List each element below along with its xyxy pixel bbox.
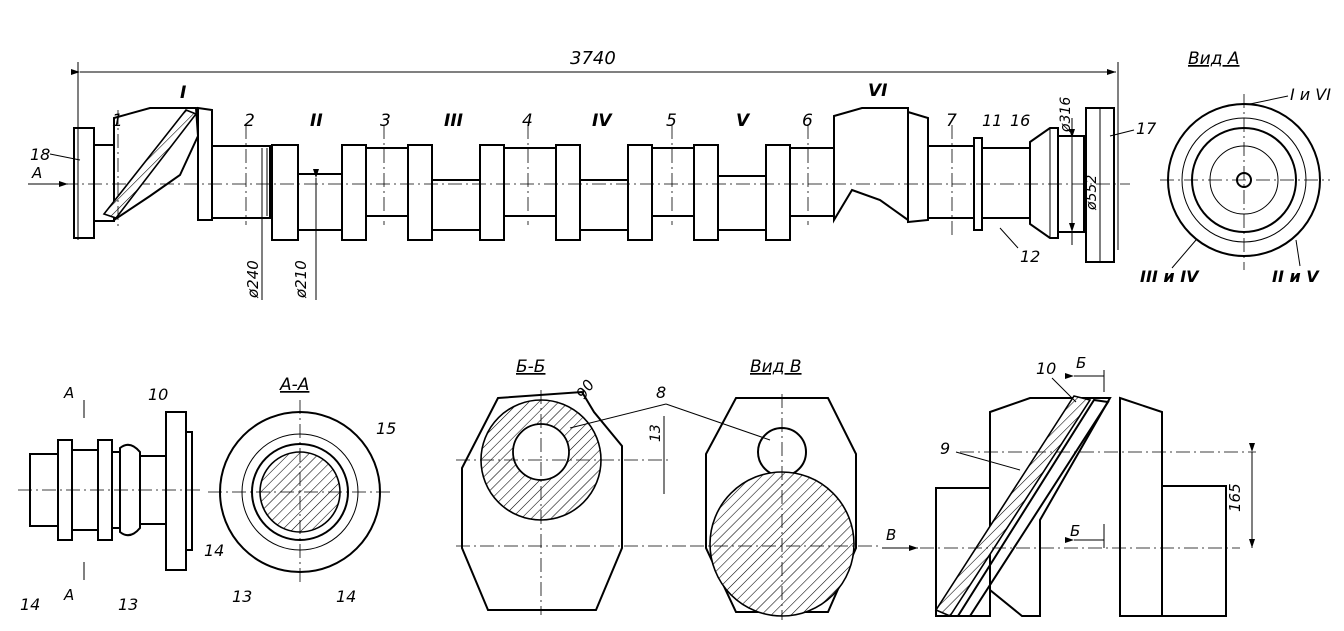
section-b-bottom: Б	[1070, 522, 1080, 540]
part-18: 18	[30, 145, 50, 164]
dim-316: ø316	[1058, 97, 1074, 133]
part-15: 15	[376, 419, 396, 438]
part-8: 8	[656, 383, 666, 402]
view-a: Вид А I и VI III и IV II и V	[1140, 49, 1331, 286]
dim-552: ø552	[1084, 175, 1100, 211]
pin-V: V	[736, 111, 751, 131]
arrow-v-label: В	[886, 526, 896, 544]
pin-VI: VI	[868, 81, 887, 101]
section-b-b: Б-Б 90 13	[456, 357, 690, 615]
pin-II: II	[310, 111, 323, 131]
part-10-detail: 10	[1036, 359, 1056, 378]
dim-13: 13	[648, 424, 664, 442]
part-16: 16	[1010, 111, 1030, 130]
part-17: 17	[1136, 119, 1157, 138]
label-i-vi: I и VI	[1290, 85, 1331, 104]
section-a-bottom: А	[63, 586, 74, 604]
part-11: 11	[982, 111, 1002, 130]
label-iii-iv: III и IV	[1140, 267, 1200, 286]
section-a-top: А	[63, 384, 74, 402]
pin-III: III	[444, 111, 463, 131]
part-10-side: 10	[148, 385, 168, 404]
overall-length-dim: 3740	[570, 48, 616, 69]
journal-3: 3	[380, 111, 391, 131]
part-12: 12	[1020, 247, 1040, 266]
part-13-aa: 13	[232, 587, 252, 606]
section-a-a: А-А 15 14 13 14	[204, 375, 396, 606]
journal-2: 2	[244, 111, 255, 131]
journal-7: 7	[946, 111, 957, 131]
crankshaft-main-view: 3740	[28, 48, 1157, 300]
section-aa-title: А-А	[279, 375, 309, 395]
journal-6: 6	[802, 111, 813, 131]
label-ii-v: II и V	[1272, 267, 1320, 286]
part-13-side: 13	[118, 595, 138, 614]
dim-165: 165	[1226, 483, 1244, 512]
journal-4: 4	[522, 111, 533, 131]
view-a-title: Вид А	[1188, 49, 1240, 69]
part-14-side: 14	[20, 595, 40, 614]
pin-I: I	[180, 83, 186, 103]
journal-1: 1	[112, 111, 123, 131]
journal-5: 5	[666, 111, 677, 131]
part-14-aa-left: 14	[204, 541, 224, 560]
crank-detail-view: 165 Б Б 10 9	[920, 354, 1256, 618]
dim-90: 90	[573, 376, 599, 402]
dim-240: ø240	[244, 260, 262, 299]
part-9: 9	[940, 439, 950, 458]
view-v-title: Вид В	[750, 357, 802, 377]
part-14-aa-right: 14	[336, 587, 356, 606]
section-b-top: Б	[1076, 354, 1086, 372]
pin-IV: IV	[592, 111, 613, 131]
dim-210: ø210	[292, 260, 310, 299]
section-bb-title: Б-Б	[516, 357, 545, 377]
view-v: Вид В 8 В	[569, 357, 918, 620]
detail-side-view: А А 10 14 13	[18, 384, 200, 614]
arrow-a-label: А	[31, 164, 42, 182]
